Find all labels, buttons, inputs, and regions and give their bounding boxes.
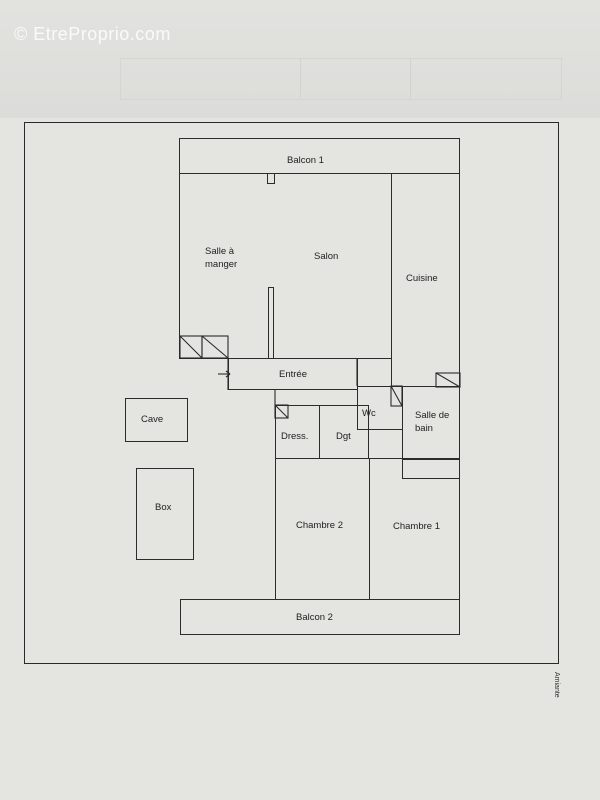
fixture-box-dress bbox=[274, 404, 289, 419]
entrance-arrow-head bbox=[225, 370, 231, 375]
fixture-box-wc bbox=[390, 385, 403, 407]
label-chambre-1: Chambre 1 bbox=[393, 521, 440, 532]
label-balcon-2: Balcon 2 bbox=[296, 612, 333, 623]
fixture-diagonal bbox=[274, 404, 289, 419]
label-entree: Entrée bbox=[279, 369, 307, 380]
fixture-diagonal bbox=[201, 335, 229, 359]
fixture-box-bath bbox=[435, 372, 461, 388]
room-box bbox=[136, 468, 194, 560]
faint-header-box bbox=[120, 58, 562, 100]
watermark-text: © EtreProprio.com bbox=[14, 24, 171, 44]
floor-plan-sheet bbox=[0, 118, 600, 800]
label-dress: Dress. bbox=[281, 431, 309, 442]
fixture-box-salon-2 bbox=[201, 335, 229, 359]
fixture-diagonal bbox=[179, 335, 203, 359]
fixture-diagonal bbox=[390, 385, 403, 407]
room-balcon-2 bbox=[180, 599, 460, 635]
label-salon: Salon bbox=[314, 251, 339, 262]
paper-top-strip bbox=[0, 0, 600, 118]
label-salle-de-bain-2: bain bbox=[415, 423, 433, 434]
label-salle-de-bain-1: Salle de bbox=[415, 410, 450, 421]
label-salle-a-manger-2: manger bbox=[205, 259, 238, 270]
fixture-diagonal bbox=[435, 372, 461, 388]
pillar-top bbox=[267, 173, 275, 184]
room-cave bbox=[125, 398, 188, 442]
label-cuisine: Cuisine bbox=[406, 273, 438, 284]
label-salle-a-manger-1: Salle à bbox=[205, 246, 235, 257]
label-balcon-1: Balcon 1 bbox=[287, 155, 324, 166]
faint-divider bbox=[300, 58, 301, 98]
faint-divider bbox=[410, 58, 411, 98]
label-dgt: Dgt bbox=[336, 431, 351, 442]
entrance-arrow-head bbox=[225, 373, 231, 378]
label-cave: Cave bbox=[141, 414, 164, 425]
label-chambre-2: Chambre 2 bbox=[296, 520, 343, 531]
floor-plan-frame bbox=[24, 122, 559, 664]
label-box: Box bbox=[155, 502, 172, 513]
